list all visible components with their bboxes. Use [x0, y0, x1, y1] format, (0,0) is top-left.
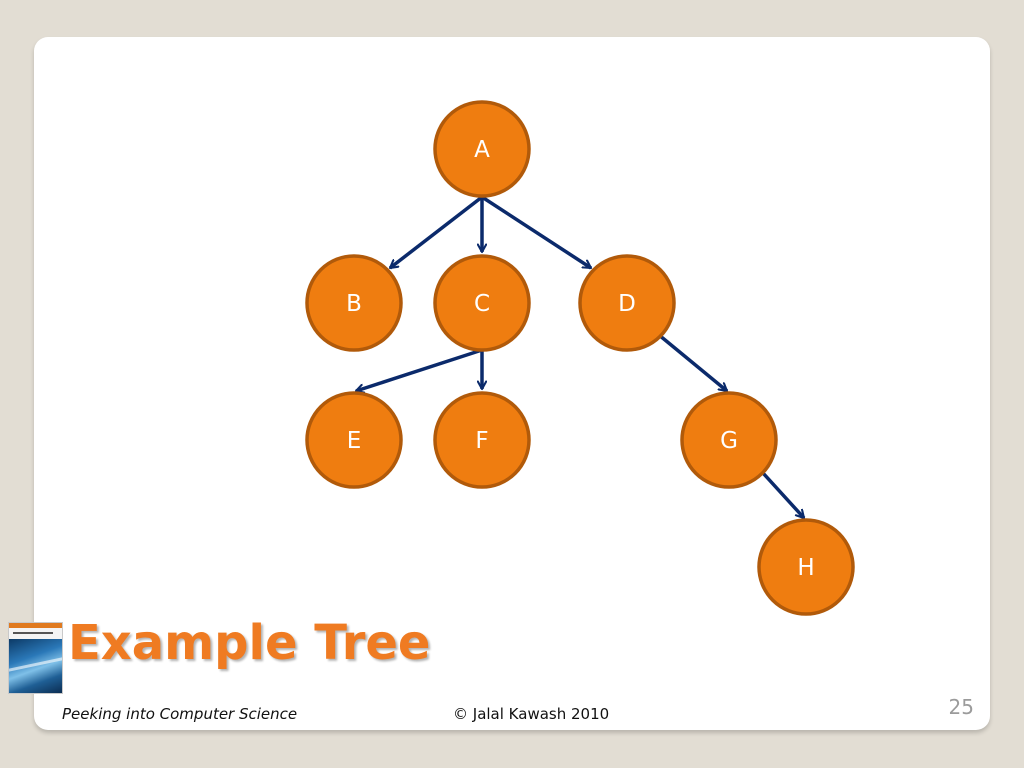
node-f: F: [433, 391, 531, 489]
edge-c-e: [356, 348, 483, 391]
node-c-label: C: [474, 291, 490, 317]
node-d-label: D: [618, 291, 636, 317]
node-g-label: G: [720, 428, 738, 454]
book-cover-art: [9, 639, 62, 693]
footer-copyright: © Jalal Kawash 2010: [453, 705, 610, 723]
edge-g-h: [761, 471, 806, 520]
node-d: D: [578, 254, 676, 352]
node-f-label: F: [475, 428, 488, 454]
node-e: E: [305, 391, 403, 489]
node-c: C: [433, 254, 531, 352]
footer-book-title: Peeking into Computer Science: [62, 705, 298, 723]
node-b-label: B: [346, 291, 362, 317]
slide-title: Example Tree: [68, 615, 431, 671]
node-e-label: E: [347, 428, 362, 454]
edge-d-g: [657, 333, 729, 393]
edge-a-b: [388, 195, 484, 270]
book-cover-band: [9, 623, 62, 628]
node-b: B: [305, 254, 403, 352]
node-a: A: [433, 100, 531, 198]
page-number: 25: [948, 695, 974, 719]
node-h-label: H: [797, 555, 814, 581]
edge-a-d: [481, 195, 591, 270]
book-cover-title-strip: [13, 632, 53, 634]
node-a-label: A: [474, 137, 490, 163]
book-cover-icon: [8, 622, 63, 694]
node-g: G: [680, 391, 778, 489]
node-h: H: [757, 518, 855, 616]
